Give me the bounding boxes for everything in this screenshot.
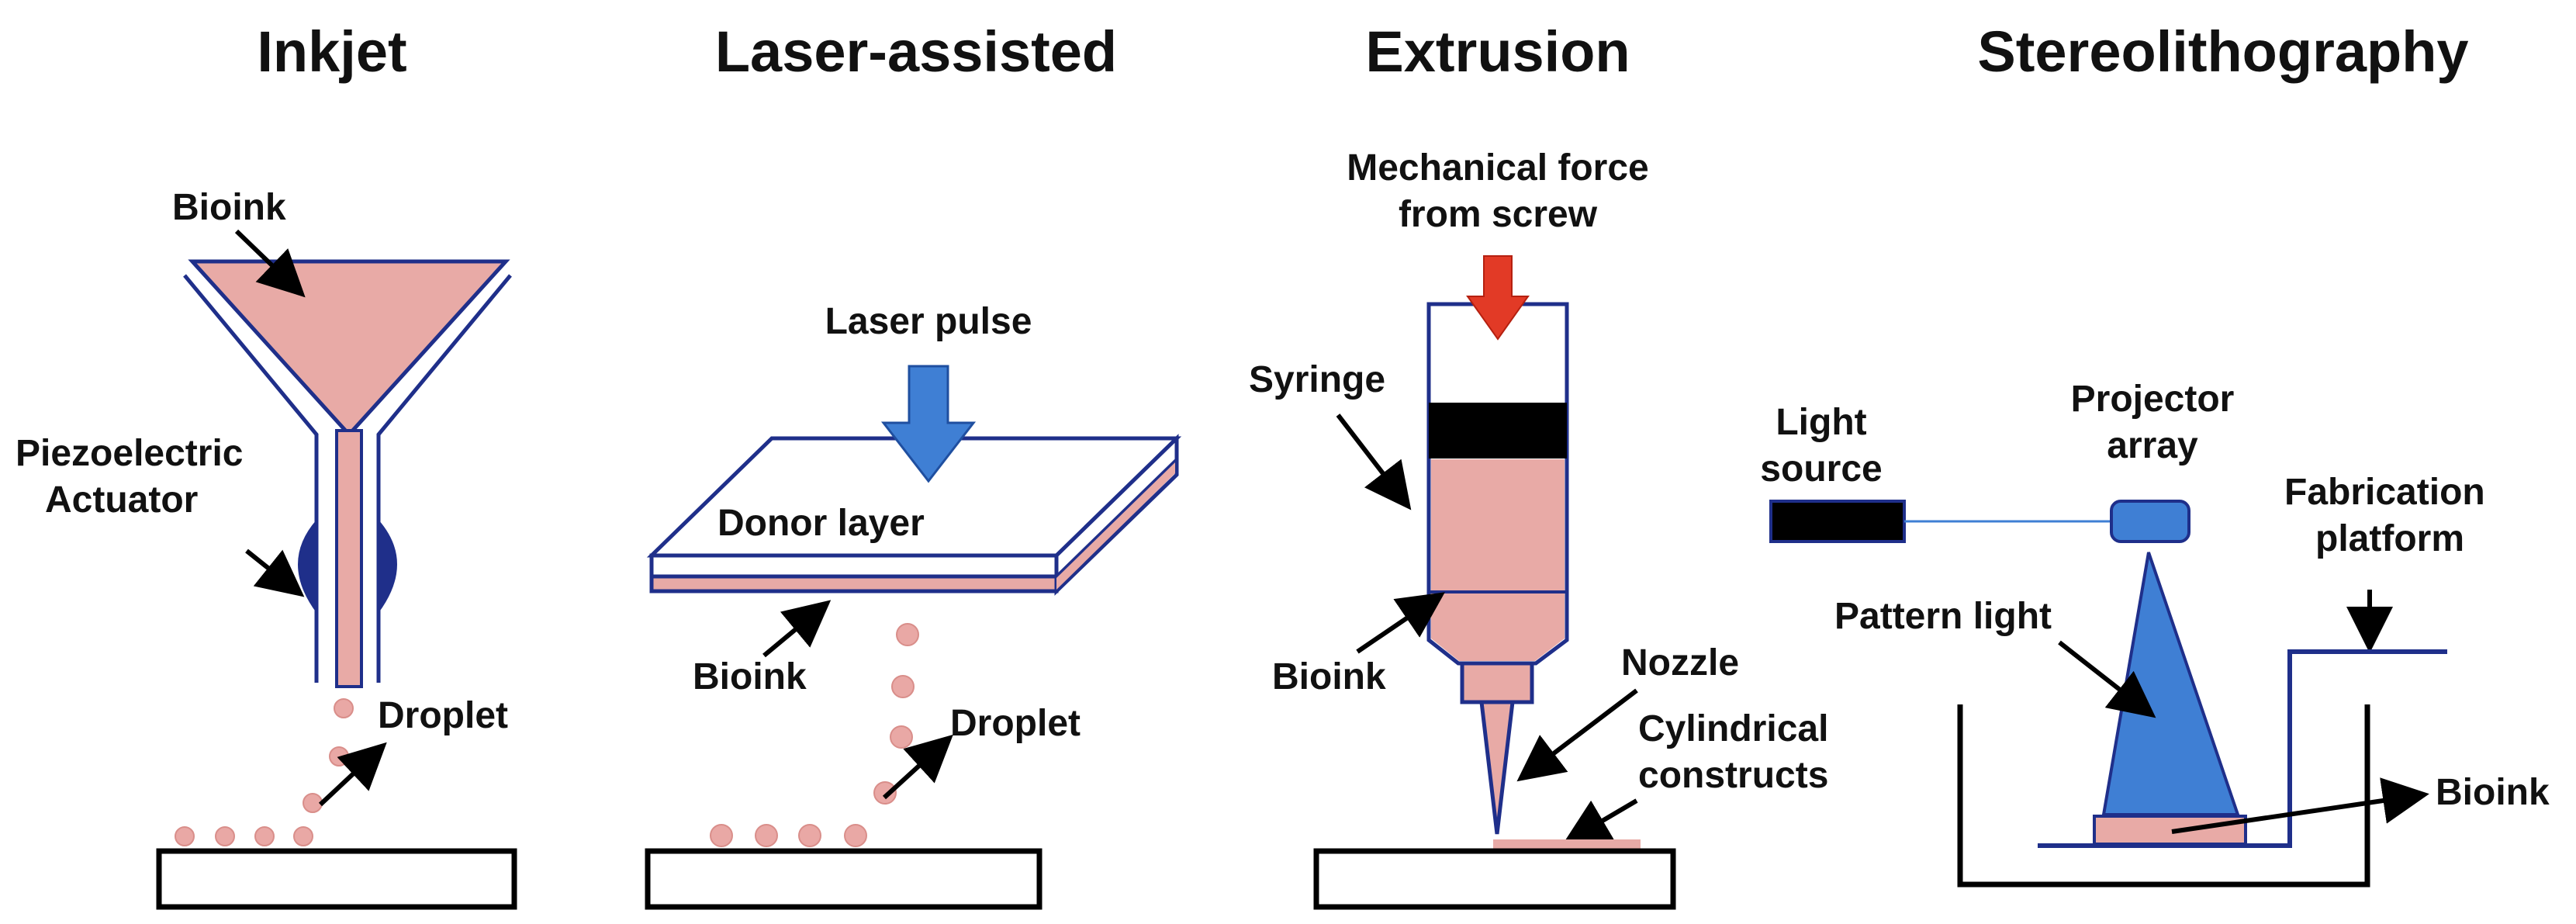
inkjet-bioink-arrow — [234, 229, 306, 298]
nozzle-label: Nozzle — [1621, 642, 1739, 683]
inkjet-panel: Inkjet Bioink Piezoelectric Actuator Dro… — [16, 19, 517, 910]
inkjet-bioink-reservoir — [188, 259, 510, 438]
inkjet-actuator-arrow — [245, 549, 305, 597]
force-label-2: from screw — [1399, 194, 1598, 235]
laser-pulse-label: Laser pulse — [825, 301, 1032, 342]
force-label-1: Mechanical force — [1347, 147, 1648, 189]
inkjet-bioink-label: Bioink — [172, 187, 286, 228]
laser-droplet-arrow — [882, 734, 953, 800]
donor-slab-side-divider — [1055, 458, 1178, 578]
syringe-plunger — [1429, 403, 1567, 459]
droplet — [329, 746, 349, 767]
sla-panel: Stereolithography Light source Projector… — [1760, 19, 2550, 888]
inkjet-droplet-label: Droplet — [378, 695, 508, 736]
sla-bioink-label: Bioink — [2436, 772, 2550, 813]
syringe-arrow — [1336, 414, 1412, 510]
extrusion-panel: Extrusion Mechanical force from screw Sy… — [1249, 19, 1828, 910]
projector-array — [2110, 500, 2190, 543]
projector-label-1: Projector — [2071, 379, 2235, 420]
droplet — [755, 824, 778, 847]
laser-title: Laser-assisted — [715, 19, 1117, 84]
inkjet-droplets — [175, 698, 354, 846]
inkjet-droplet-arrow — [318, 742, 387, 807]
laser-bioink-arrow — [762, 600, 832, 658]
laser-pulse-arrow — [880, 365, 977, 483]
platform-label-2: platform — [2315, 518, 2464, 559]
laser-substrate — [645, 848, 1043, 910]
extrusion-title: Extrusion — [1365, 19, 1630, 84]
nozzle-connector — [1460, 661, 1534, 704]
inkjet-piezo-left — [298, 520, 316, 613]
donor-slab-side-bioink — [1056, 462, 1175, 590]
droplet — [254, 826, 275, 846]
droplet — [891, 675, 915, 698]
donor-slab-front — [649, 553, 1059, 579]
inkjet-title: Inkjet — [257, 19, 406, 84]
nozzle-arrow — [1516, 688, 1638, 782]
pattern-light-label: Pattern light — [1834, 596, 2052, 637]
inkjet-actuator-label-1: Piezoelectric — [16, 433, 243, 474]
projector-label-2: array — [2107, 425, 2198, 466]
droplet — [873, 781, 897, 805]
extrusion-bioink-arrow — [1356, 592, 1445, 654]
light-source-label-1: Light — [1776, 402, 1866, 443]
droplet — [890, 725, 913, 749]
syringe-bioink — [1431, 459, 1565, 661]
nozzle-needle — [1479, 700, 1515, 835]
sla-title: Stereolithography — [1977, 19, 2468, 84]
droplet — [798, 824, 821, 847]
force-arrow — [1466, 255, 1530, 341]
droplet — [334, 698, 354, 718]
droplet — [896, 623, 919, 646]
donor-layer-label: Donor layer — [717, 503, 925, 544]
inkjet-capillary — [335, 429, 363, 688]
droplet — [215, 826, 235, 846]
pattern-light-cone — [2101, 552, 2240, 816]
extrusion-bioink-label: Bioink — [1272, 656, 1386, 697]
pattern-light-arrow — [2058, 640, 2156, 718]
constructs-arrow — [1562, 798, 1638, 845]
extrusion-substrate — [1313, 848, 1676, 910]
bioink-vat — [1957, 704, 2370, 888]
light-source — [1769, 500, 1906, 543]
inkjet-actuator-label-2: Actuator — [45, 479, 198, 521]
inkjet-piezo-right — [379, 520, 397, 613]
printed-construct — [1493, 839, 1641, 850]
laser-bioink-label: Bioink — [693, 656, 807, 697]
constructs-label-2: constructs — [1638, 755, 1828, 796]
droplet — [175, 826, 195, 846]
sla-bioink-layer — [2093, 815, 2247, 846]
constructs-label-1: Cylindrical — [1638, 708, 1828, 749]
light-source-label-2: source — [1760, 448, 1882, 490]
laser-droplets — [710, 623, 919, 847]
platform-label-1: Fabrication — [2284, 472, 2485, 513]
inkjet-substrate — [156, 848, 517, 910]
sla-bioink-arrow — [2171, 777, 2429, 834]
droplet — [844, 824, 867, 847]
droplet — [293, 826, 313, 846]
laser-panel: Laser-assisted Laser pulse Donor layer B… — [645, 19, 1182, 910]
droplet — [710, 824, 733, 847]
laser-droplet-label: Droplet — [950, 703, 1081, 744]
syringe-label: Syringe — [1249, 359, 1385, 400]
donor-slab-bioink-layer — [649, 574, 1059, 594]
